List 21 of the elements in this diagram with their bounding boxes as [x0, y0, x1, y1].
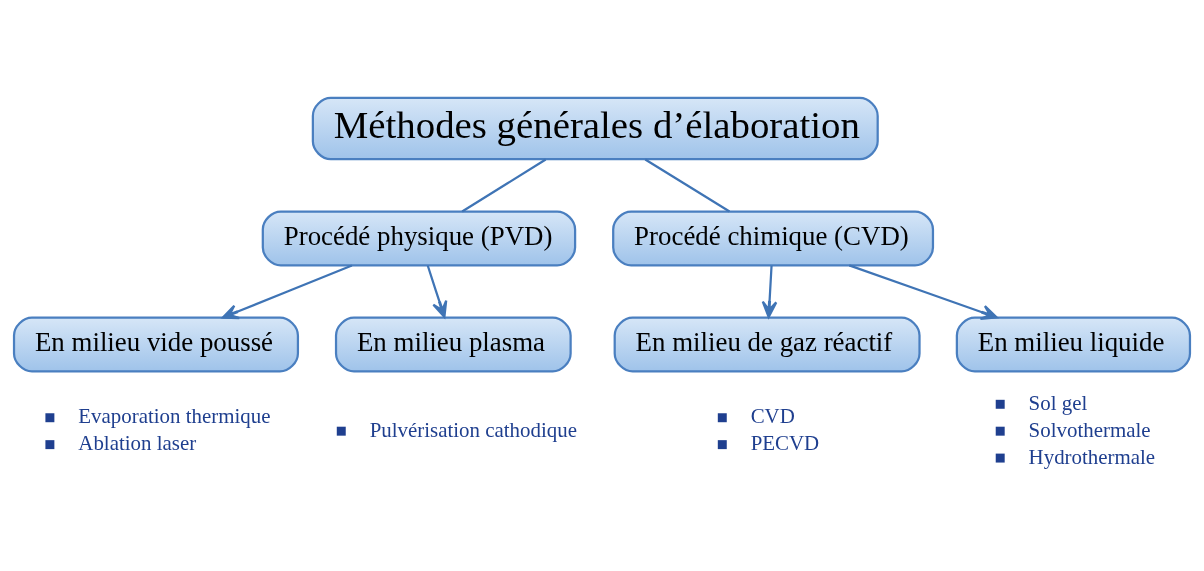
arrow [221, 264, 353, 320]
node-label: Ablation laser [78, 431, 197, 456]
node-box: En milieu de gaz réactif [613, 316, 921, 373]
node-label: Evaporation thermique [78, 404, 271, 429]
node-label: Hydrothermale [1028, 444, 1156, 469]
node-label: Pulvérisation cathodique [369, 417, 577, 442]
arrow [426, 265, 448, 319]
connector [461, 158, 547, 213]
node-box: Procédé chimique (CVD) [612, 210, 935, 267]
node-box: En milieu plasma [334, 316, 572, 373]
node-box: En milieu liquide [955, 316, 1192, 373]
node-label: Sol gel [1028, 390, 1088, 415]
node-label: CVD [750, 404, 795, 429]
node-box: En milieu vide poussé [12, 316, 300, 373]
node-label: PECVD [750, 431, 820, 456]
node-box: Méthodes générales d’élaboration [311, 96, 879, 161]
connector [644, 158, 731, 213]
node-box: Procédé physique (PVD) [261, 210, 577, 267]
node-label: Solvothermale [1028, 417, 1151, 442]
arrow [848, 264, 998, 320]
arrow [761, 265, 778, 319]
